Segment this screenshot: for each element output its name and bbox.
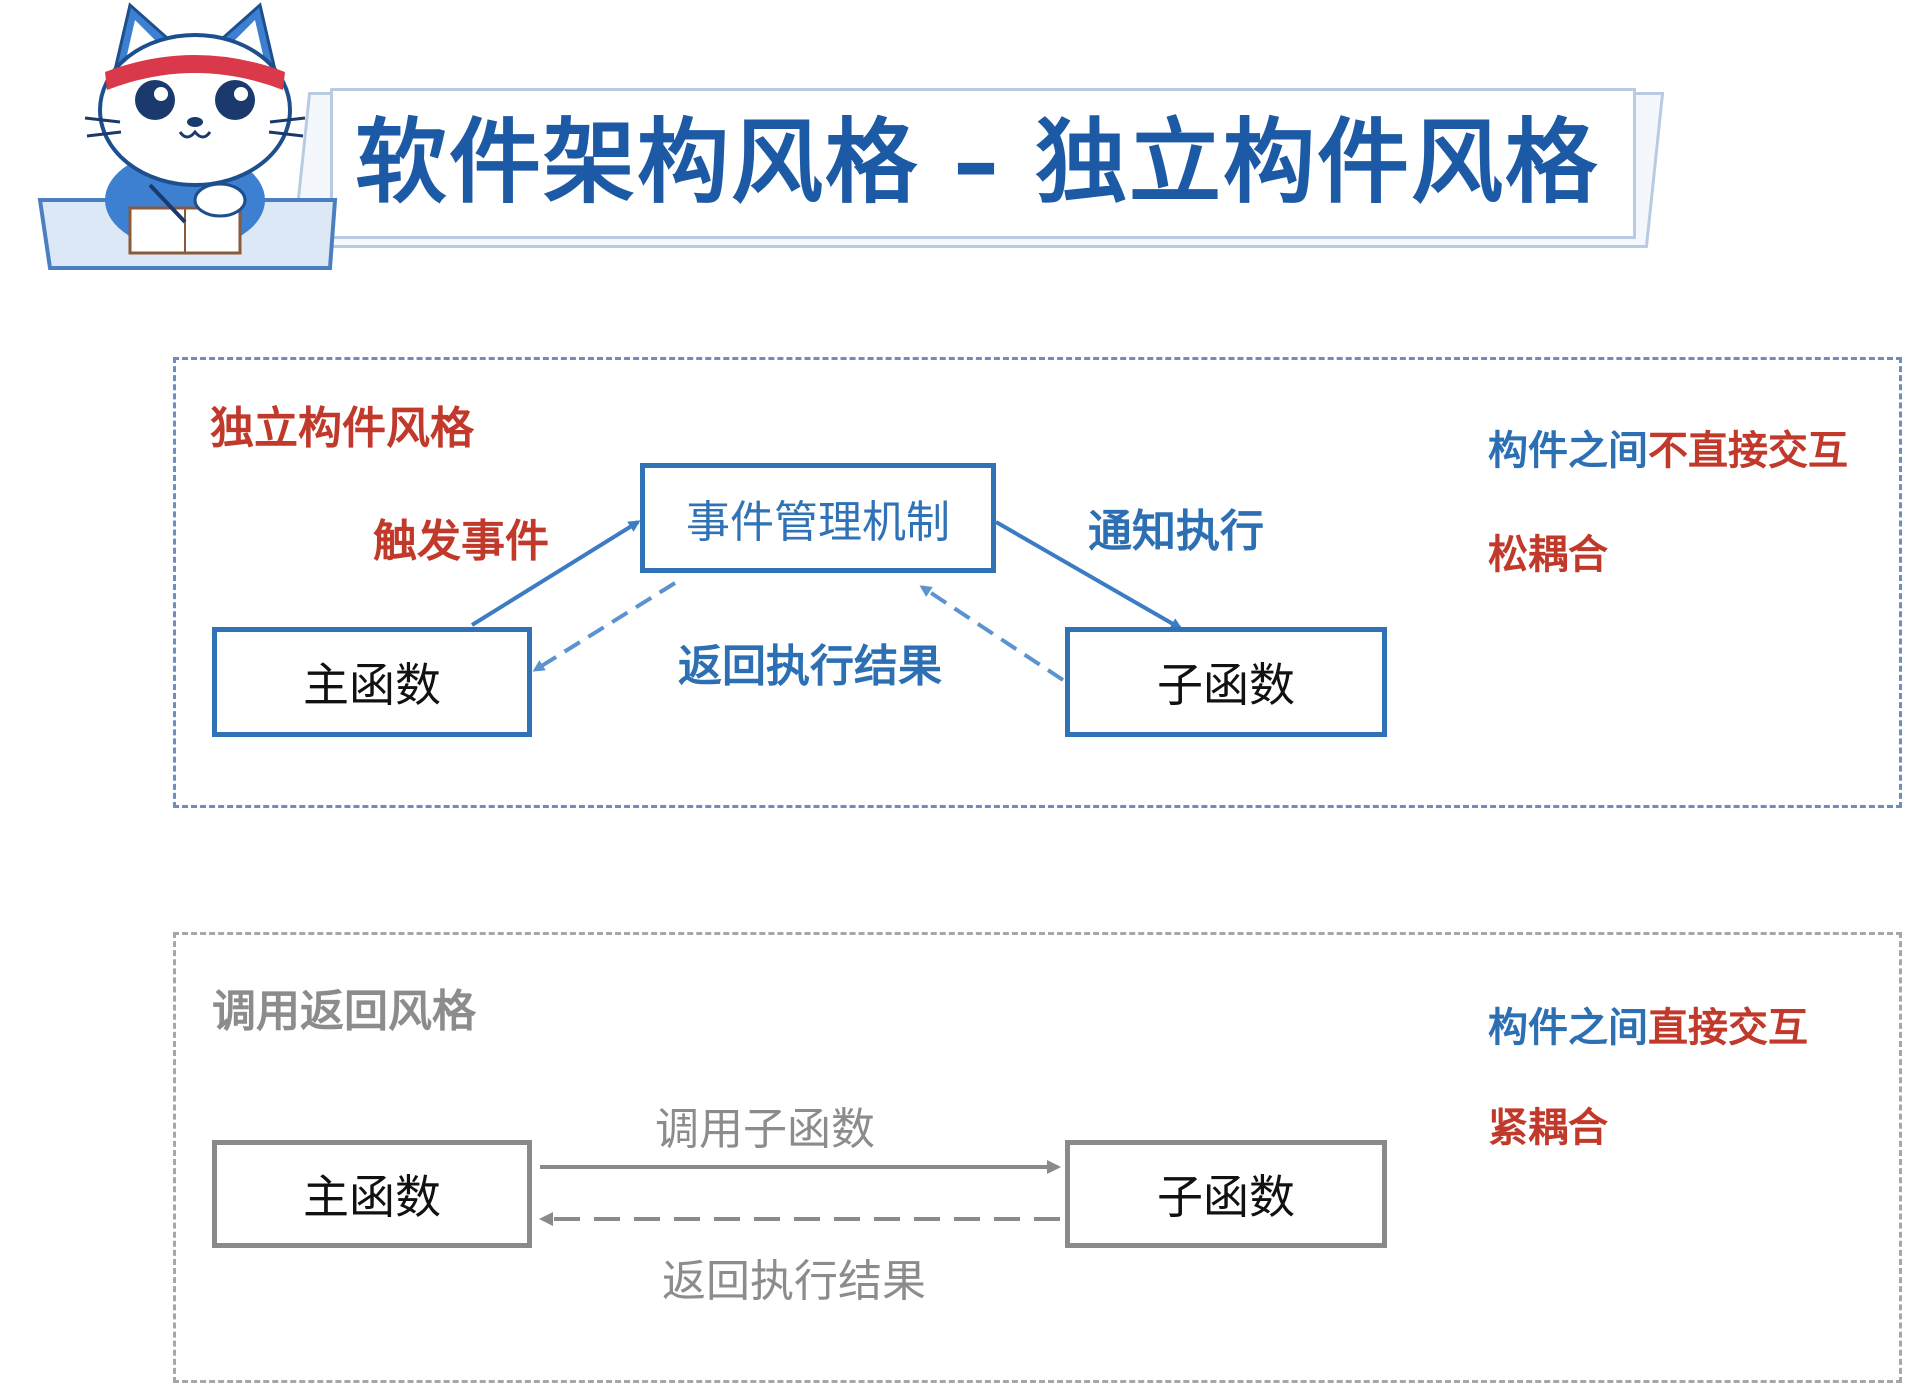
main-function-box: 主函数 (212, 627, 532, 737)
note-highlight-bottom: 直接交互 (1648, 1005, 1808, 1051)
independent-note-line1: 构件之间不直接交互 (1488, 418, 1848, 476)
note-highlight: 不直接交互 (1648, 428, 1848, 474)
title-banner (330, 88, 1636, 239)
event-management-box: 事件管理机制 (640, 463, 996, 573)
sub-function-box: 子函数 (1065, 627, 1387, 737)
sub-function-box-bottom: 子函数 (1065, 1140, 1387, 1248)
return-result-label: 返回执行结果 (678, 641, 942, 692)
main-function-box-bottom: 主函数 (212, 1140, 532, 1248)
loose-coupling-label: 松耦合 (1488, 532, 1608, 578)
page-title: 软件架构风格 – 独立构件风格 (355, 109, 1600, 216)
call-return-style-heading: 调用返回风格 (212, 986, 476, 1037)
call-sub-label: 调用子函数 (655, 1104, 875, 1155)
return-result-label-bottom: 返回执行结果 (662, 1256, 926, 1307)
tight-coupling-label: 紧耦合 (1488, 1105, 1608, 1151)
note-prefix-bottom: 构件之间 (1488, 1005, 1648, 1051)
notify-execute-label: 通知执行 (1088, 506, 1264, 557)
cat-mascot-icon (35, 0, 345, 275)
independent-style-heading: 独立构件风格 (210, 403, 474, 454)
note-prefix: 构件之间 (1488, 428, 1648, 474)
call-return-note-line1: 构件之间直接交互 (1488, 995, 1808, 1053)
trigger-event-label: 触发事件 (373, 516, 549, 567)
independent-style-panel (173, 357, 1902, 808)
call-return-style-panel (173, 932, 1902, 1383)
